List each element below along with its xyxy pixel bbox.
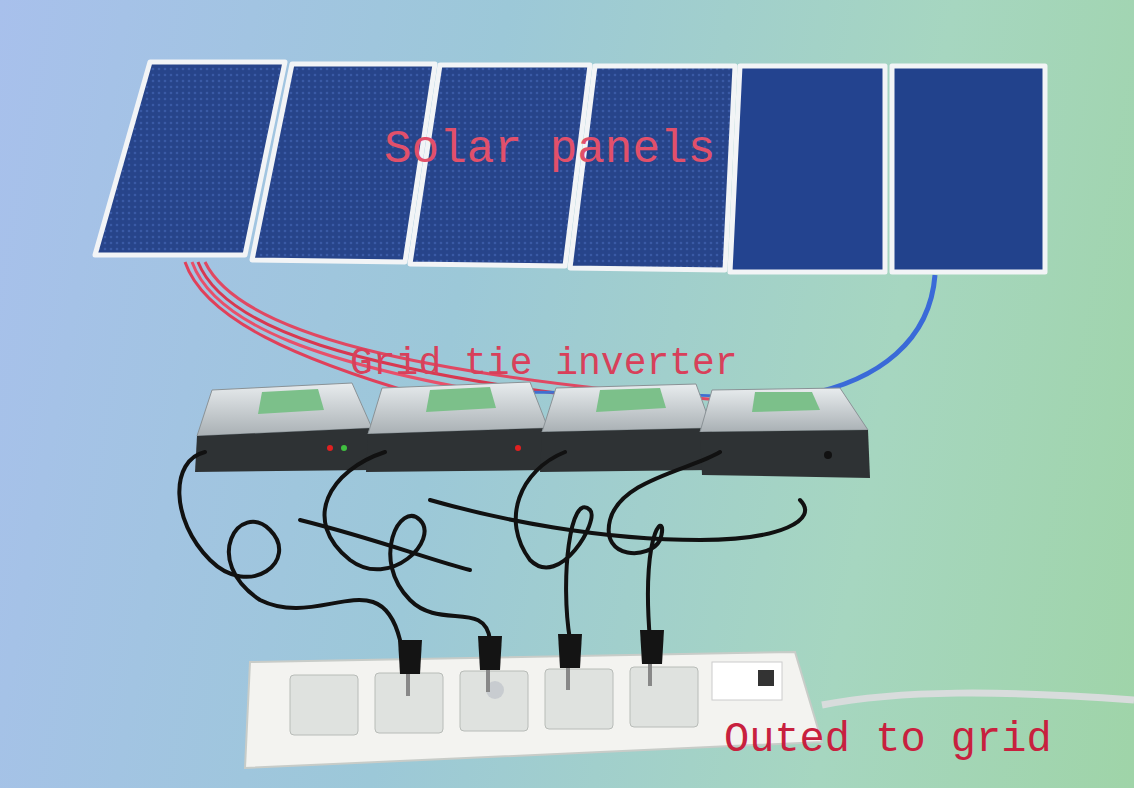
callout-label: Grid tie inverter [350,342,738,385]
label-box: Grid tie inverter [350,342,738,385]
callout-label: Solar panels [384,124,715,176]
label-box: Solar panels [384,124,715,176]
callout-label: Outed to grid [724,716,1052,764]
label-box: Outed to grid [724,716,1052,764]
